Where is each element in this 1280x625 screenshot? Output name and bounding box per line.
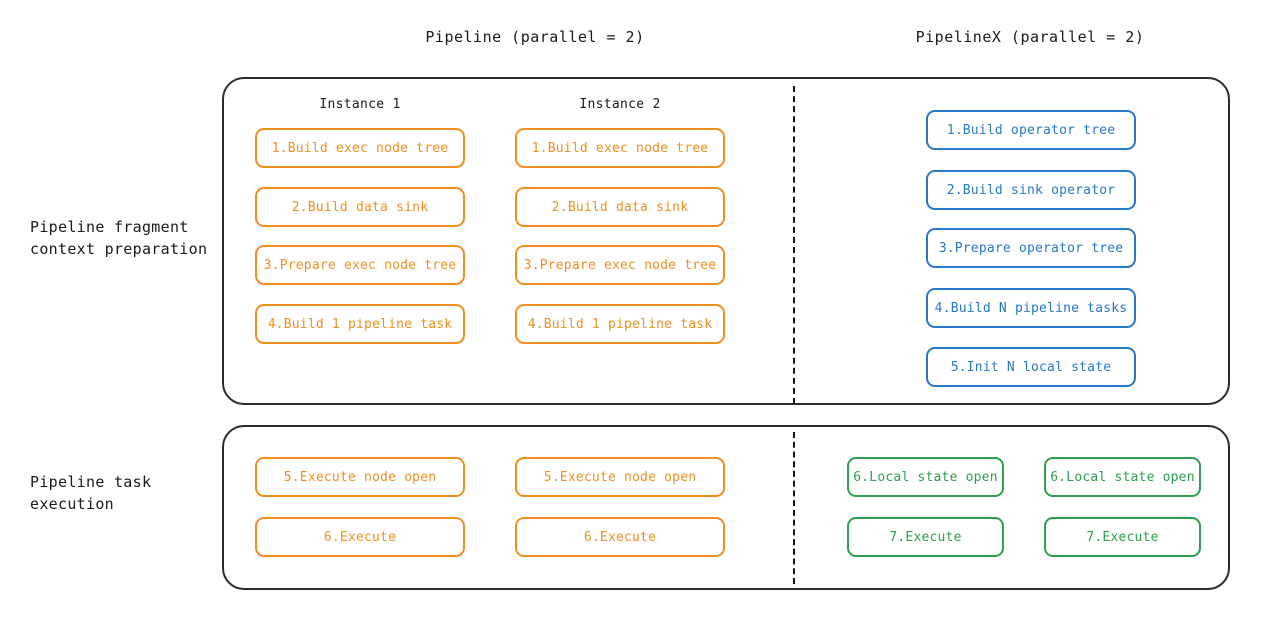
step-box[interactable]: 5.Init N local state [926, 347, 1136, 387]
step-box[interactable]: 5.Execute node open [255, 457, 465, 497]
step-box[interactable]: 7.Execute [847, 517, 1004, 557]
step-box[interactable]: 2.Build data sink [515, 187, 725, 227]
step-box[interactable]: 7.Execute [1044, 517, 1201, 557]
step-box[interactable]: 6.Execute [255, 517, 465, 557]
step-box[interactable]: 1.Build exec node tree [515, 128, 725, 168]
step-box[interactable]: 4.Build 1 pipeline task [255, 304, 465, 344]
step-box[interactable]: 3.Prepare exec node tree [255, 245, 465, 285]
step-box[interactable]: 6.Local state open [1044, 457, 1201, 497]
instance-1-header: Instance 1 [319, 97, 401, 112]
step-box[interactable]: 5.Execute node open [515, 457, 725, 497]
step-box[interactable]: 2.Build data sink [255, 187, 465, 227]
step-box[interactable]: 6.Execute [515, 517, 725, 557]
row-label-preparation: Pipeline fragment context preparation [30, 218, 208, 258]
step-box[interactable]: 4.Build N pipeline tasks [926, 288, 1136, 328]
row-label-execution: Pipeline task execution [30, 473, 152, 513]
vertical-dashed-divider-bottom [793, 432, 795, 584]
vertical-dashed-divider-top [793, 86, 795, 404]
step-box[interactable]: 6.Local state open [847, 457, 1004, 497]
step-box[interactable]: 1.Build operator tree [926, 110, 1136, 150]
pipeline-column-header: Pipeline (parallel = 2) [425, 28, 645, 46]
execution-container [222, 425, 1230, 590]
pipelinex-column-header: PipelineX (parallel = 2) [915, 28, 1145, 46]
step-box[interactable]: 3.Prepare operator tree [926, 228, 1136, 268]
step-box[interactable]: 3.Prepare exec node tree [515, 245, 725, 285]
instance-2-header: Instance 2 [579, 97, 661, 112]
step-box[interactable]: 4.Build 1 pipeline task [515, 304, 725, 344]
step-box[interactable]: 1.Build exec node tree [255, 128, 465, 168]
step-box[interactable]: 2.Build sink operator [926, 170, 1136, 210]
